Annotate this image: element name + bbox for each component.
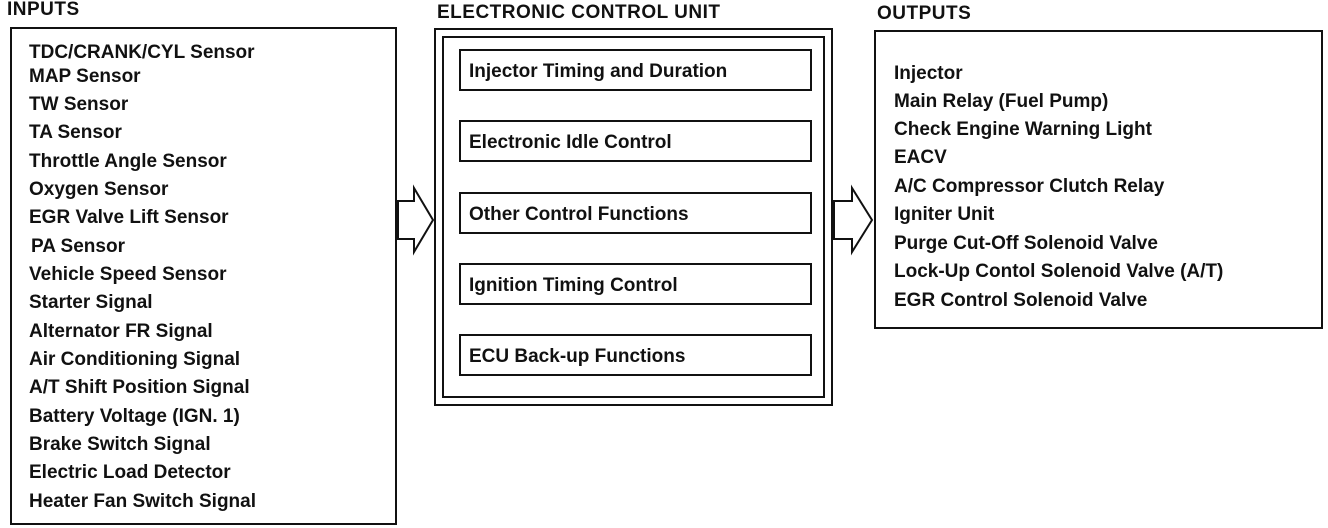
input-item: Brake Switch Signal [29, 434, 211, 455]
input-item: TA Sensor [29, 122, 122, 143]
ecu-function-box: Other Control Functions [459, 192, 812, 234]
input-item: Throttle Angle Sensor [29, 151, 227, 172]
output-item: Igniter Unit [894, 204, 995, 225]
input-item: TDC/CRANK/CYL Sensor [29, 42, 255, 63]
output-item: Main Relay (Fuel Pump) [894, 91, 1109, 112]
output-item: EACV [894, 147, 947, 168]
ecu-function-box: Ignition Timing Control [459, 263, 812, 305]
inputs-heading: INPUTS [7, 0, 80, 20]
output-item: Injector [894, 63, 963, 84]
ecu-function-box: Electronic Idle Control [459, 120, 812, 162]
output-item: Lock-Up Contol Solenoid Valve (A/T) [894, 261, 1224, 282]
input-item: TW Sensor [29, 94, 129, 115]
ecu-heading: ELECTRONIC CONTROL UNIT [437, 2, 721, 23]
ecu-function-label: Injector Timing and Duration [469, 61, 728, 82]
input-item: MAP Sensor [29, 66, 141, 87]
ecu-outer-frame [434, 28, 833, 406]
outputs-panel [874, 30, 1323, 329]
input-item: Battery Voltage (IGN. 1) [29, 406, 240, 427]
input-item: A/T Shift Position Signal [29, 377, 250, 398]
ecu-function-box: ECU Back-up Functions [459, 334, 812, 376]
input-item: EGR Valve Lift Sensor [29, 207, 229, 228]
right-arrow-icon [833, 184, 874, 256]
output-item: Purge Cut-Off Solenoid Valve [894, 233, 1158, 254]
input-item: Starter Signal [29, 292, 153, 313]
output-item: EGR Control Solenoid Valve [894, 290, 1148, 311]
input-item: Vehicle Speed Sensor [29, 264, 227, 285]
input-item: Electric Load Detector [29, 462, 231, 483]
ecu-function-label: Ignition Timing Control [469, 275, 678, 296]
input-item: Air Conditioning Signal [29, 349, 241, 370]
output-item: Check Engine Warning Light [894, 119, 1152, 140]
outputs-heading: OUTPUTS [877, 3, 972, 24]
input-item: PA Sensor [31, 236, 125, 257]
ecu-function-box: Injector Timing and Duration [459, 49, 812, 91]
ecu-function-label: Electronic Idle Control [469, 132, 672, 153]
output-item: A/C Compressor Clutch Relay [894, 176, 1165, 197]
ecu-inner-frame [442, 36, 825, 398]
input-item: Oxygen Sensor [29, 179, 169, 200]
ecu-function-label: Other Control Functions [469, 204, 689, 225]
input-item: Heater Fan Switch Signal [29, 491, 256, 512]
input-item: Alternator FR Signal [29, 321, 213, 342]
inputs-panel [10, 27, 397, 525]
right-arrow-icon [397, 184, 435, 256]
ecu-function-label: ECU Back-up Functions [469, 346, 686, 367]
